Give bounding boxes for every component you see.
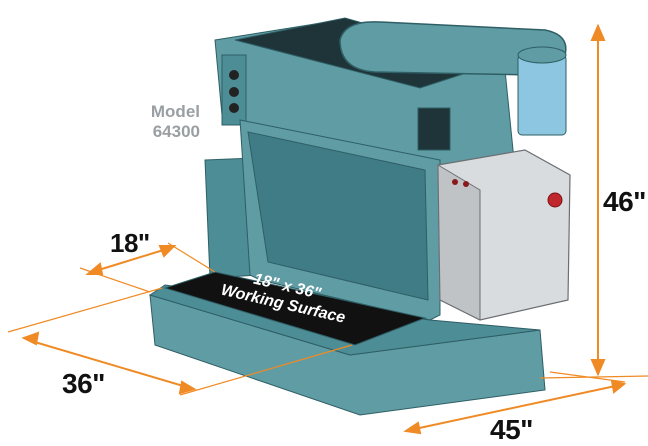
- dim-45-arrow-left: [403, 421, 422, 435]
- small-knob-b: [463, 181, 469, 187]
- extension-lines: [7, 242, 648, 396]
- side-knob-1: [229, 70, 239, 80]
- small-knob-a: [452, 179, 458, 185]
- dim-18-arrow-right: [158, 245, 177, 258]
- dim-18-line: [91, 247, 171, 273]
- dim-36-arrow-left: [21, 331, 40, 346]
- dim-45-arrow-right: [610, 379, 627, 394]
- motor-top: [517, 46, 567, 64]
- control-box-side: [437, 164, 481, 321]
- dim-36-arrow-right: [178, 380, 197, 395]
- dim-36-line: [27, 339, 191, 389]
- side-knob-3: [229, 103, 239, 113]
- side-knob-2: [229, 87, 239, 97]
- model-label: Model: [150, 102, 200, 121]
- dim-46-arrow-bottom: [590, 359, 606, 377]
- red-knob: [547, 192, 563, 208]
- dim-45-line: [409, 384, 621, 431]
- front-window: [247, 131, 429, 301]
- height-dimension-label: 46": [603, 186, 646, 217]
- motor: [517, 54, 567, 136]
- dim-46-arrow-top: [590, 23, 606, 41]
- model-number: 64300: [152, 122, 200, 141]
- working-surface: [163, 271, 427, 346]
- depth-dimension-label: 36": [62, 368, 105, 399]
- length-dimension-label: 45": [490, 414, 533, 445]
- inspection-window: [417, 107, 451, 151]
- dimension-lines: [21, 23, 627, 435]
- dim-18-arrow-left: [85, 262, 104, 275]
- width-dimension-label: 18": [110, 228, 150, 258]
